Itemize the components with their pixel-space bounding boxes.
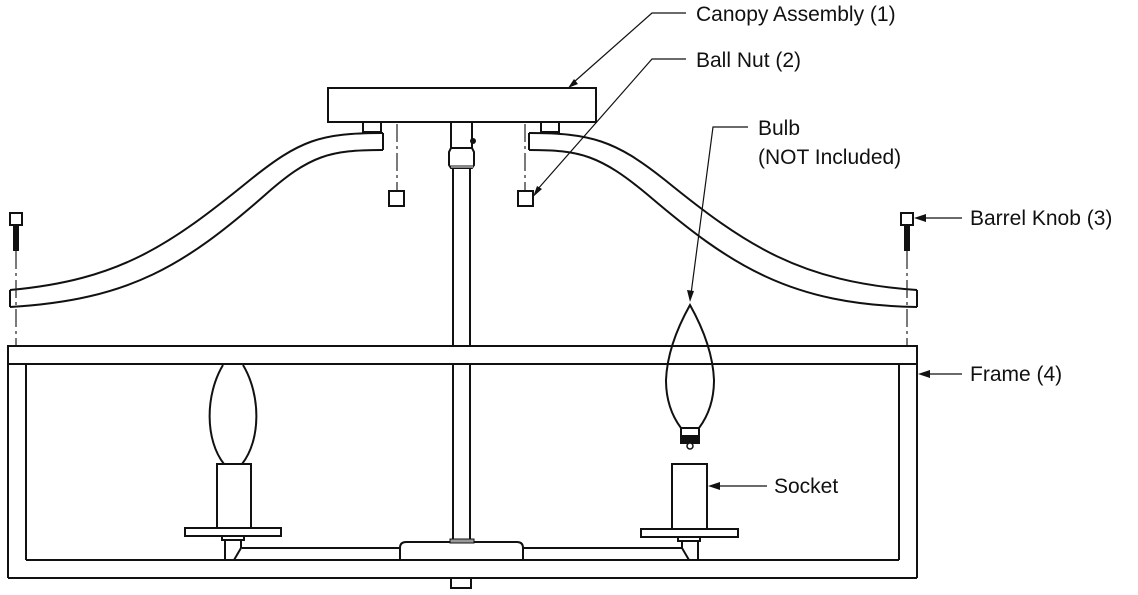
callout-socket: Socket xyxy=(708,475,838,498)
arm-left xyxy=(9,132,384,308)
label-ball-nut: Ball Nut (2) xyxy=(696,49,801,72)
label-bulb: Bulb xyxy=(758,117,800,140)
socket-support-arms xyxy=(242,538,682,561)
label-frame: Frame (4) xyxy=(970,363,1062,386)
callout-ball-nut: Ball Nut (2) xyxy=(533,49,801,197)
barrel-knob-right xyxy=(900,212,914,346)
center-coupling xyxy=(448,121,476,169)
socket-right xyxy=(640,463,739,561)
canopy-assembly xyxy=(327,87,597,169)
callout-canopy: Canopy Assembly (1) xyxy=(568,3,896,88)
canopy-post-left xyxy=(362,121,382,133)
barrel-knob-left xyxy=(9,212,23,346)
label-socket: Socket xyxy=(774,475,838,498)
label-bulb-note: (NOT Included) xyxy=(758,146,901,169)
bulb-left xyxy=(208,364,258,465)
canopy-plate xyxy=(327,87,597,123)
callout-frame: Frame (4) xyxy=(918,363,1062,386)
callout-bulb: Bulb (NOT Included) xyxy=(687,117,901,302)
socket-left xyxy=(184,364,282,561)
label-canopy-assembly: Canopy Assembly (1) xyxy=(696,3,896,26)
bulb-right xyxy=(664,302,716,450)
label-barrel-knob: Barrel Knob (3) xyxy=(970,207,1112,230)
ball-nut-right xyxy=(517,124,534,207)
callout-barrel-knob: Barrel Knob (3) xyxy=(914,207,1112,230)
ball-nut-left xyxy=(388,124,405,207)
finial xyxy=(450,577,472,589)
center-hub xyxy=(399,541,524,561)
canopy-post-right xyxy=(540,121,560,133)
